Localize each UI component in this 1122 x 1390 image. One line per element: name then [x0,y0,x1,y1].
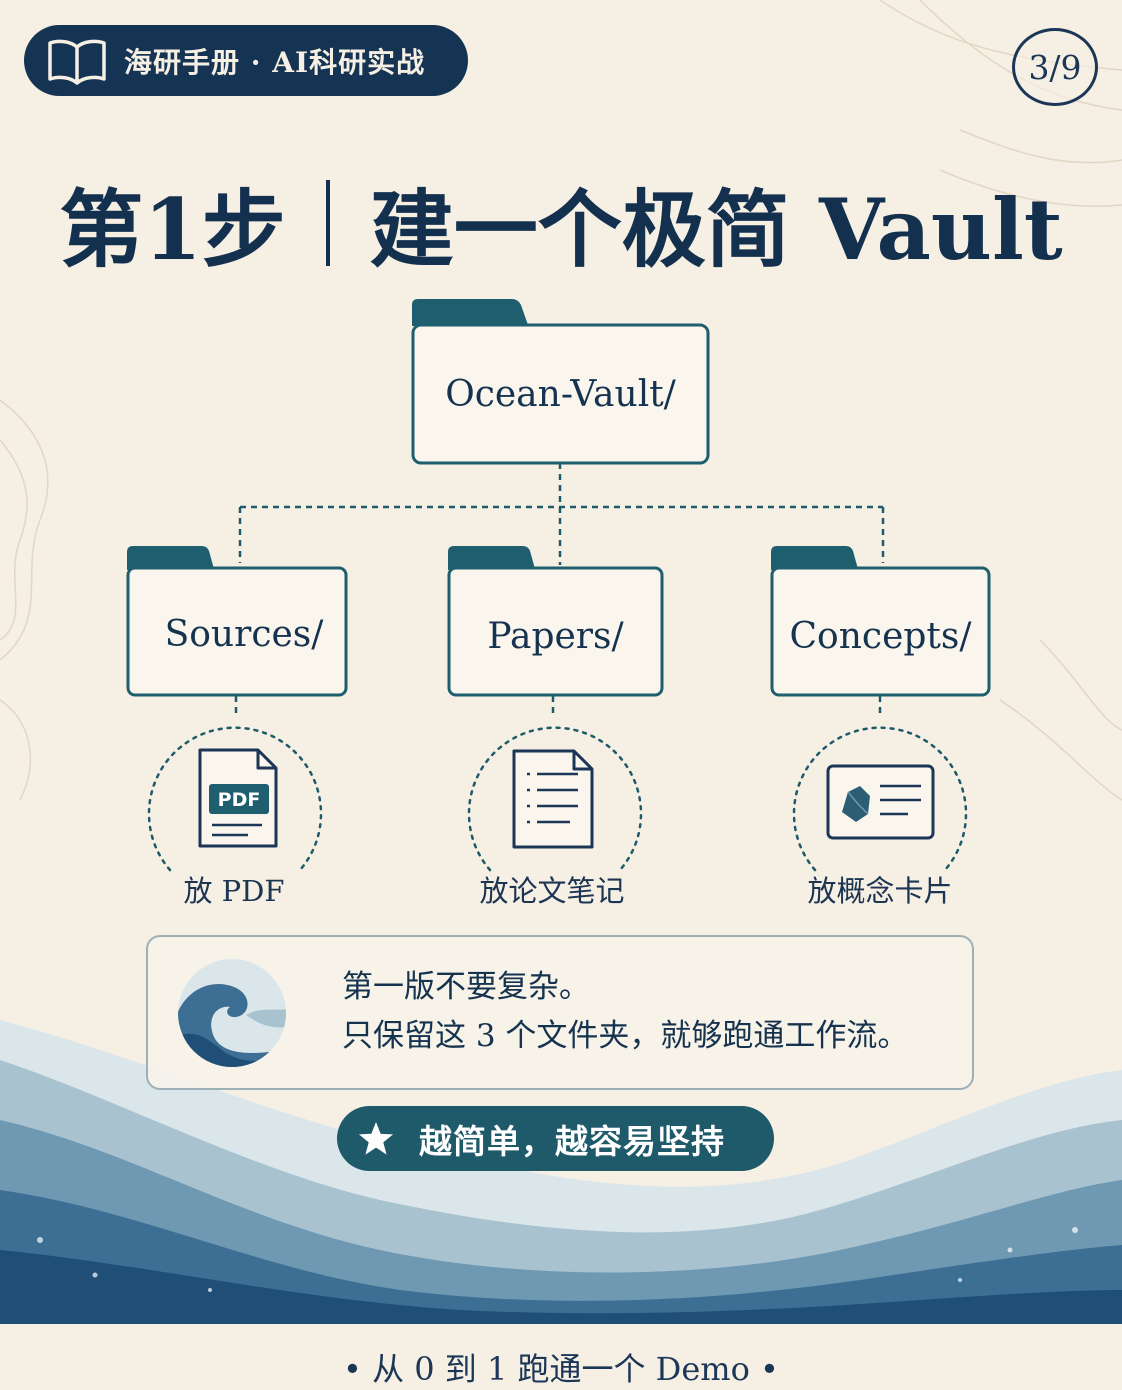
note-text: 第一版不要复杂。 只保留这 3 个文件夹，就够跑通工作流。 [342,963,908,1061]
sources-caption: 放 PDF [183,874,285,908]
title-step: 第1步 [59,179,286,279]
papers-folder-label: Papers/ [487,615,624,657]
note-line-2: 只保留这 3 个文件夹，就够跑通工作流。 [342,1018,909,1054]
papers-folder-icon [447,546,664,697]
page-title: 第1步 建一个极简 Vault [0,168,1122,279]
sources-folder-icon [126,546,348,697]
page-indicator: 3/9 [1012,28,1098,106]
tip-badge: 越简单，越容易坚持 [337,1106,774,1171]
concepts-dotted-circle [792,726,968,872]
concept-card-icon [826,764,935,840]
title-text: 建一个极简 Vault [369,179,1063,279]
root-folder-label: Ocean-Vault/ [445,373,676,415]
title-divider [325,180,330,266]
star-icon [359,1121,393,1155]
brand-badge: 海研手册 · AI科研实战 [24,25,468,96]
sources-folder-label: Sources/ [164,613,324,655]
wave-emblem-icon [178,959,286,1067]
open-book-icon [48,39,106,85]
footer-text: • 从 0 到 1 跑通一个 Demo • [343,1350,779,1388]
background-decoration [0,0,1122,1324]
concepts-caption: 放概念卡片 [807,874,953,908]
concepts-folder-icon [770,546,991,697]
sources-dotted-circle [147,726,323,872]
tip-text: 越简单，越容易坚持 [419,1121,725,1161]
note-line-1: 第一版不要复杂。 [342,969,590,1005]
notes-document-icon [512,749,594,849]
pdf-icon-text: PDF [218,789,261,811]
footer: • 从 0 到 1 跑通一个 Demo • [0,1324,1122,1388]
folder-tree-diagram: PDF [126,299,991,872]
concepts-folder-label: Concepts/ [789,615,972,657]
brand-title: 海研手册 · AI科研实战 [124,45,426,79]
papers-dotted-circle [467,726,643,872]
note-box: 第一版不要复杂。 只保留这 3 个文件夹，就够跑通工作流。 [146,935,974,1090]
tree-connectors [234,463,885,716]
root-folder-icon [411,299,710,465]
pdf-file-icon: PDF [198,748,278,848]
papers-caption: 放论文笔记 [479,874,625,908]
